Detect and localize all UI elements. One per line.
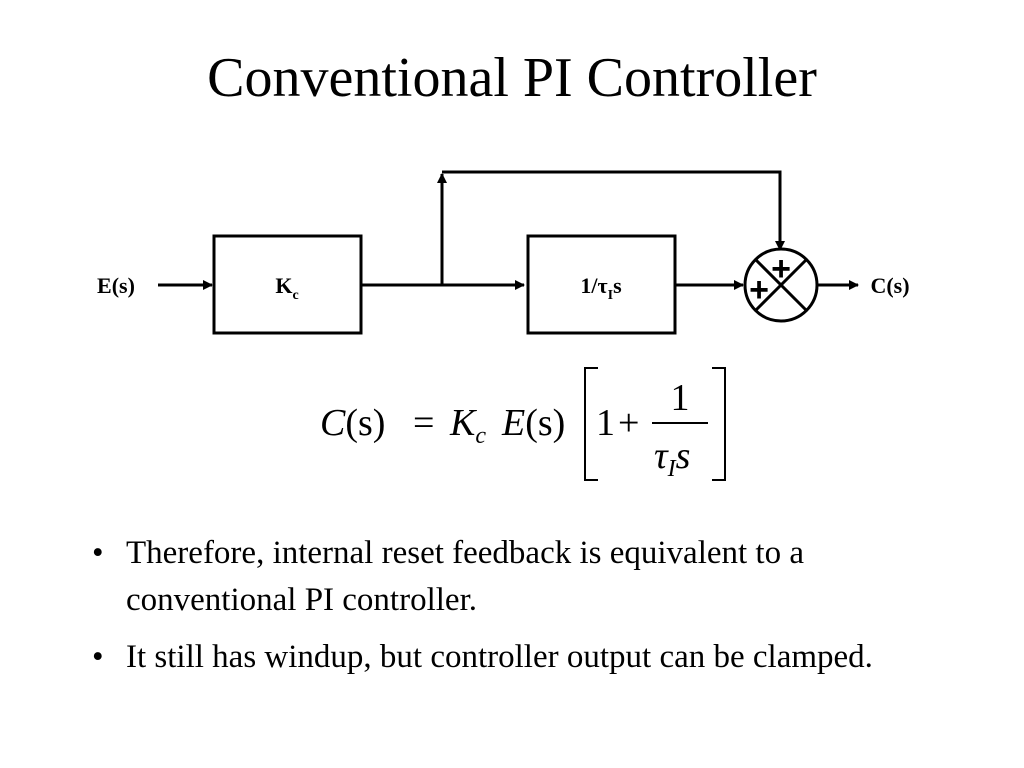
bullet-item: • Therefore, internal reset feedback is …	[92, 530, 942, 624]
bullet-item: • It still has windup, but controller ou…	[92, 634, 942, 681]
bullet-text: It still has windup, but controller outp…	[126, 639, 873, 675]
bullet-text: Therefore, internal reset feedback is eq…	[126, 535, 804, 618]
pi-equation: C(s) = Kc E(s) 1 + 1 τIs	[320, 367, 726, 482]
bypass-path	[442, 170, 785, 251]
pi-controller-block-diagram: E(s) Kc 1/τIs + + C(s) C(s) = Kc E(s)	[97, 170, 910, 482]
svg-text:=: =	[413, 402, 434, 444]
integral-block	[526, 234, 677, 335]
summing-sign-top: +	[771, 250, 791, 288]
integral-block-label: 1/τIs	[580, 273, 622, 303]
bullet-dot-icon: •	[92, 639, 104, 675]
gain-block	[212, 234, 363, 335]
svg-text:τIs: τIs	[654, 435, 690, 482]
bullet-dot-icon: •	[92, 535, 104, 571]
bullet-list: • Therefore, internal reset feedback is …	[92, 530, 942, 691]
input-label: E(s)	[97, 273, 135, 298]
svg-text:1: 1	[671, 377, 690, 419]
summing-sign-left: +	[749, 271, 769, 309]
svg-text:C(s): C(s)	[320, 402, 385, 444]
output-label: C(s)	[870, 273, 909, 298]
svg-text:Kc: Kc	[449, 402, 486, 449]
svg-text:+: +	[618, 402, 639, 444]
svg-text:1: 1	[596, 402, 615, 444]
page-title: Conventional PI Controller	[207, 47, 817, 109]
gain-block-label: Kc	[275, 273, 298, 303]
summing-junction: + +	[743, 247, 819, 323]
svg-text:E(s): E(s)	[501, 402, 565, 444]
